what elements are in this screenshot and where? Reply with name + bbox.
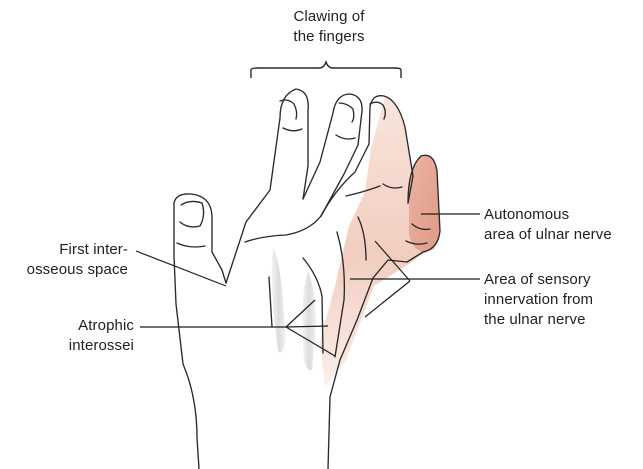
label-sensory-area: Area of sensory innervation from the uln… [484,270,634,330]
clawing-brace [251,62,401,78]
label-clawing: Clawing of the fingers [284,7,374,47]
label-atrophic-interossei: Atrophic interossei [30,316,134,356]
label-first-interosseous-space: First inter- osseous space [12,240,128,280]
atrophy-shading-2 [303,271,317,370]
label-autonomous-area: Autonomous area of ulnar nerve [484,205,634,245]
atrophy-shading-1 [272,247,286,352]
autonomous-area-shading [409,155,440,252]
